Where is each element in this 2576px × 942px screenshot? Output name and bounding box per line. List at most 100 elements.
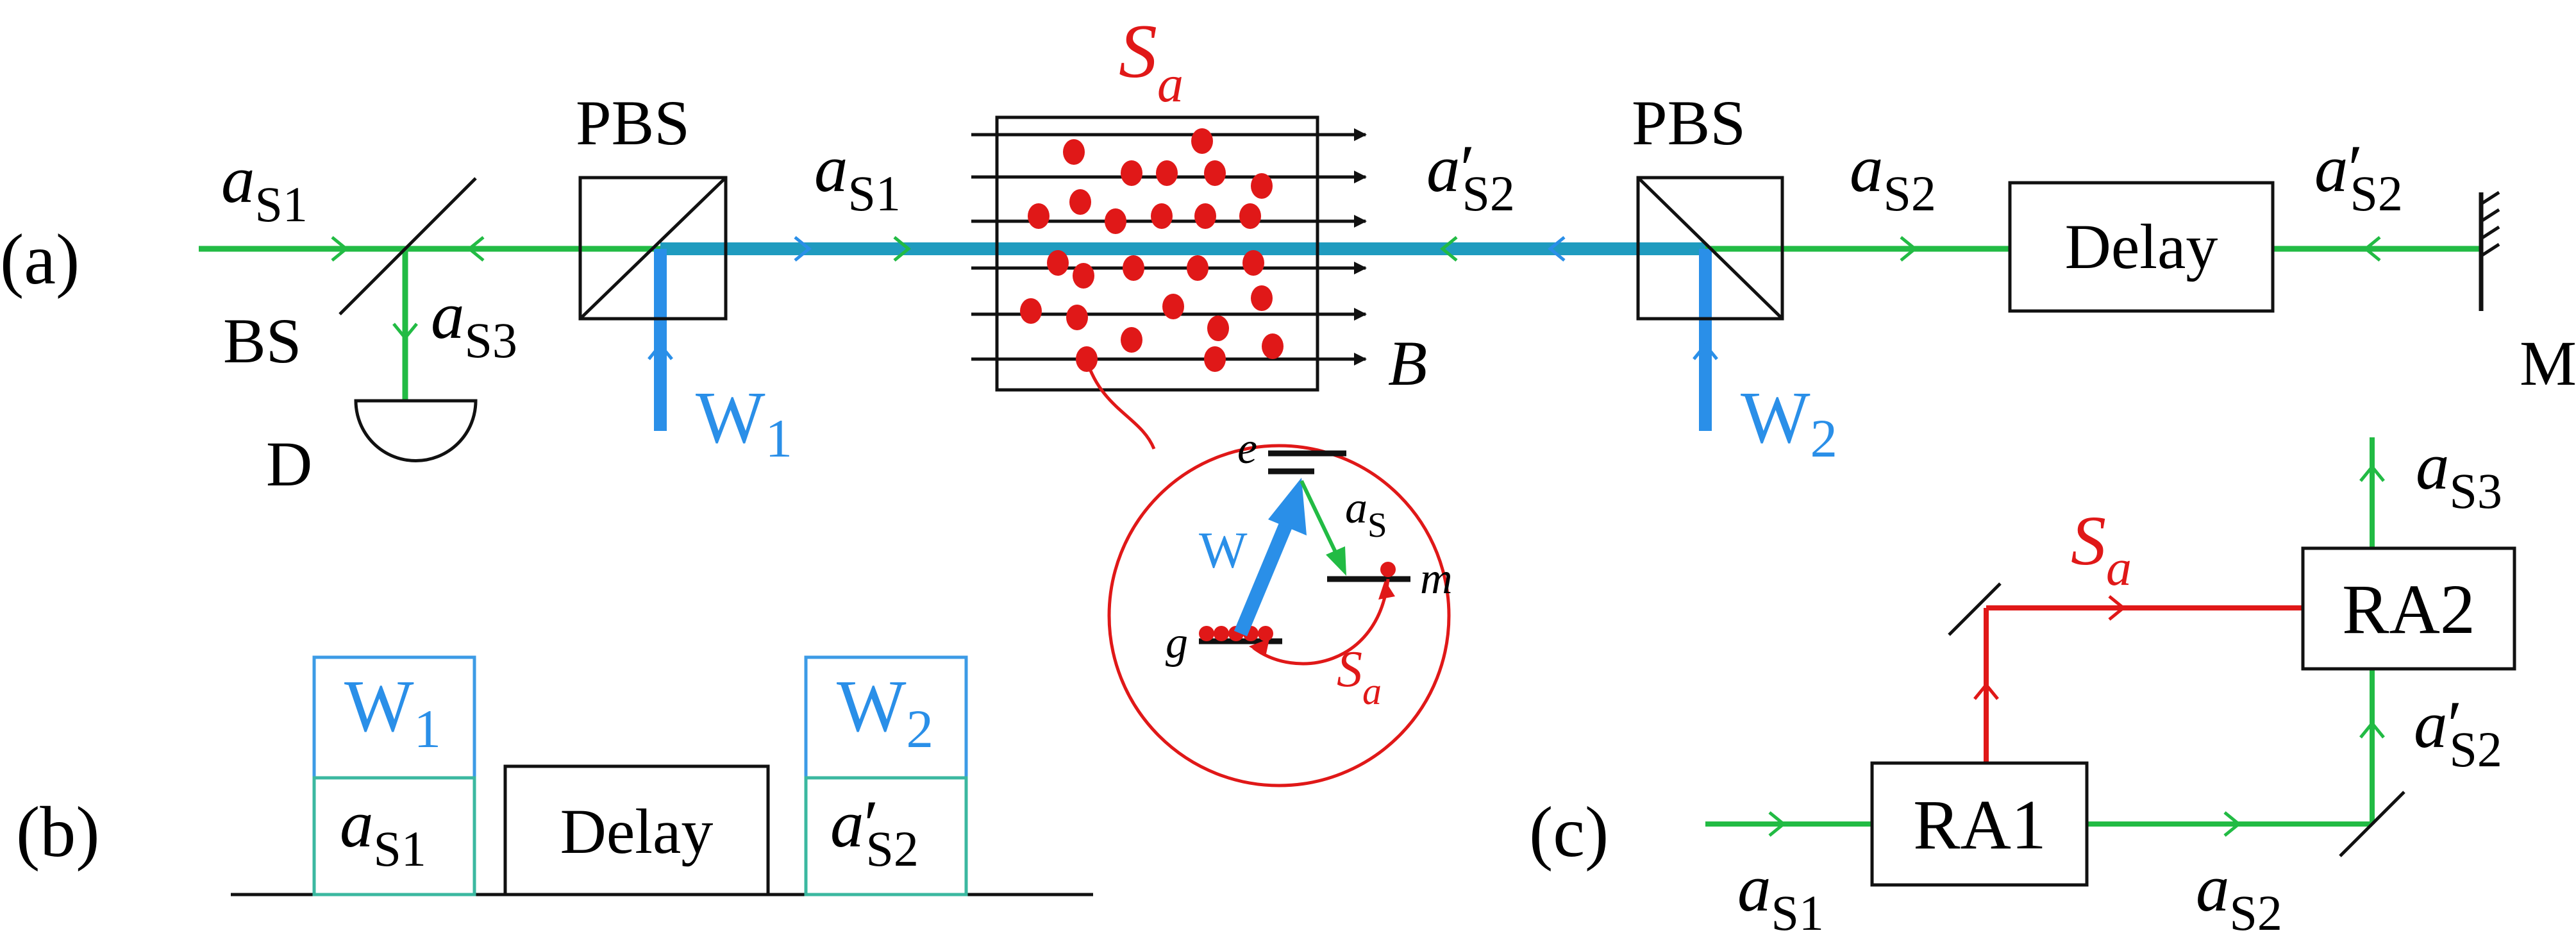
atom [1069, 189, 1091, 215]
c-arrow-up-1 [2359, 721, 2385, 739]
atom [1028, 203, 1050, 229]
c-label-sa: Sa [2071, 501, 2132, 596]
atom [1121, 160, 1142, 186]
atom [1204, 160, 1226, 186]
polarizing-beam-splitter-icon [578, 176, 728, 321]
c-arrow-right-2 [2223, 811, 2241, 837]
atom [1066, 305, 1088, 330]
bs-label: BS [223, 305, 301, 376]
mirror-label: M [2520, 328, 2576, 399]
atom [1047, 250, 1069, 276]
pulse-as1-label: aS1 [340, 786, 426, 877]
mirror-icon [1948, 582, 2002, 636]
atom [1191, 128, 1213, 154]
panel-b: (b) W1 aS1 Delay W2 a′S2 [16, 655, 1093, 896]
mirror-hatch [2480, 242, 2500, 258]
ra2-box [2301, 546, 2516, 671]
pulse-as2-prime-box [804, 776, 968, 896]
beam-splitter-icon [339, 177, 477, 315]
spin-wave-head-top [1378, 580, 1395, 600]
mirror-hatch [2480, 190, 2500, 206]
m-population-dot [1380, 562, 1396, 577]
panel-c-label: (c) [1529, 793, 1609, 872]
atom [1076, 346, 1098, 372]
inset-sa-label: Sa [1337, 641, 1382, 712]
atom [1156, 160, 1178, 186]
label-as2-prime-mid: a′S2 [1426, 131, 1515, 221]
beam-direction-arrows [331, 236, 2381, 360]
ensemble-box [995, 115, 1319, 392]
c-label-as3: aS3 [2416, 428, 2502, 519]
pbs1-box [578, 176, 728, 321]
label-as1-mid: aS1 [814, 131, 901, 221]
c-label-as1: aS1 [1737, 850, 1824, 941]
arrow-right-3 [893, 236, 911, 262]
energy-level-diagram-icon: e m g W aS Sa [1085, 360, 1453, 787]
atom [1123, 255, 1144, 281]
mirror-hatch [2480, 225, 2500, 240]
atom [1194, 203, 1216, 229]
atom [1020, 298, 1042, 324]
ra1-label: RA1 [1913, 786, 2046, 864]
pop-dot [1258, 626, 1273, 641]
spin-wave-transition [1252, 578, 1390, 666]
label-as2-right: aS2 [1850, 131, 1936, 221]
label-as3: aS3 [431, 278, 517, 368]
c-label-as2: aS2 [2196, 850, 2282, 941]
atom [1251, 173, 1273, 199]
signal-transition [1300, 480, 1339, 556]
pbs2-label: PBS [1632, 87, 1746, 158]
delay-box-a [2008, 181, 2275, 313]
mirror-icon [2479, 190, 2500, 311]
atom [1063, 139, 1085, 165]
arrow-up-2 [1693, 342, 1718, 360]
label-w1: W1 [696, 377, 792, 469]
zoom-connector [1085, 360, 1156, 450]
level-m-label: m [1420, 554, 1453, 603]
as-label: aS [1345, 484, 1387, 544]
label-w2: W2 [1741, 377, 1837, 469]
ra2-label: RA2 [2342, 570, 2475, 648]
pop-dot [1199, 626, 1214, 641]
c-arrow-right-1 [1768, 811, 1786, 837]
atom [1073, 263, 1094, 289]
pbs1-diagonal [579, 176, 727, 320]
field-label: B [1388, 328, 1427, 399]
pulse-as1-box [312, 776, 476, 896]
atom [1121, 327, 1142, 353]
level-g-label: g [1166, 618, 1188, 668]
pbs2-diagonal [1637, 176, 1784, 320]
c-arrow-up-2 [2359, 464, 2385, 482]
panel-a: (a) BS D [0, 8, 2576, 787]
arrow-right-2 [794, 236, 812, 262]
spin-wave-label: Sa [1119, 8, 1183, 113]
level-e-label: e [1237, 424, 1257, 473]
detector-label: D [266, 428, 312, 500]
atom [1187, 255, 1209, 281]
detector-icon [354, 399, 478, 462]
pulse-as2-prime-label: a′S2 [830, 786, 919, 877]
atoms [1020, 128, 1284, 372]
atom [1242, 250, 1264, 276]
arrow-right-4 [1900, 236, 1918, 262]
delay-label-a: Delay [2065, 211, 2218, 282]
write-transition-head [1268, 478, 1307, 535]
arrow-right-1 [331, 236, 349, 262]
panel-c: (c) RA1 RA2 aS1 aS2 aS3 a′S2 Sa [1529, 428, 2516, 941]
arrow-down-1 [392, 323, 418, 341]
panel-a-label: (a) [0, 220, 79, 299]
c-beam-arrows [1768, 464, 2385, 837]
atom [1239, 203, 1261, 229]
atom [1151, 203, 1173, 229]
signal-transition-head [1326, 546, 1346, 576]
arrow-up-1 [648, 342, 673, 360]
c-arrow-up-3 [1973, 682, 1999, 700]
pbs1-label: PBS [576, 87, 690, 158]
pulse-w2-label: W2 [837, 666, 933, 759]
pop-dot [1214, 626, 1229, 641]
inset-circle [1107, 444, 1451, 787]
atom [1162, 294, 1184, 319]
mirror-hatch [2480, 208, 2500, 223]
atom [1251, 285, 1273, 311]
